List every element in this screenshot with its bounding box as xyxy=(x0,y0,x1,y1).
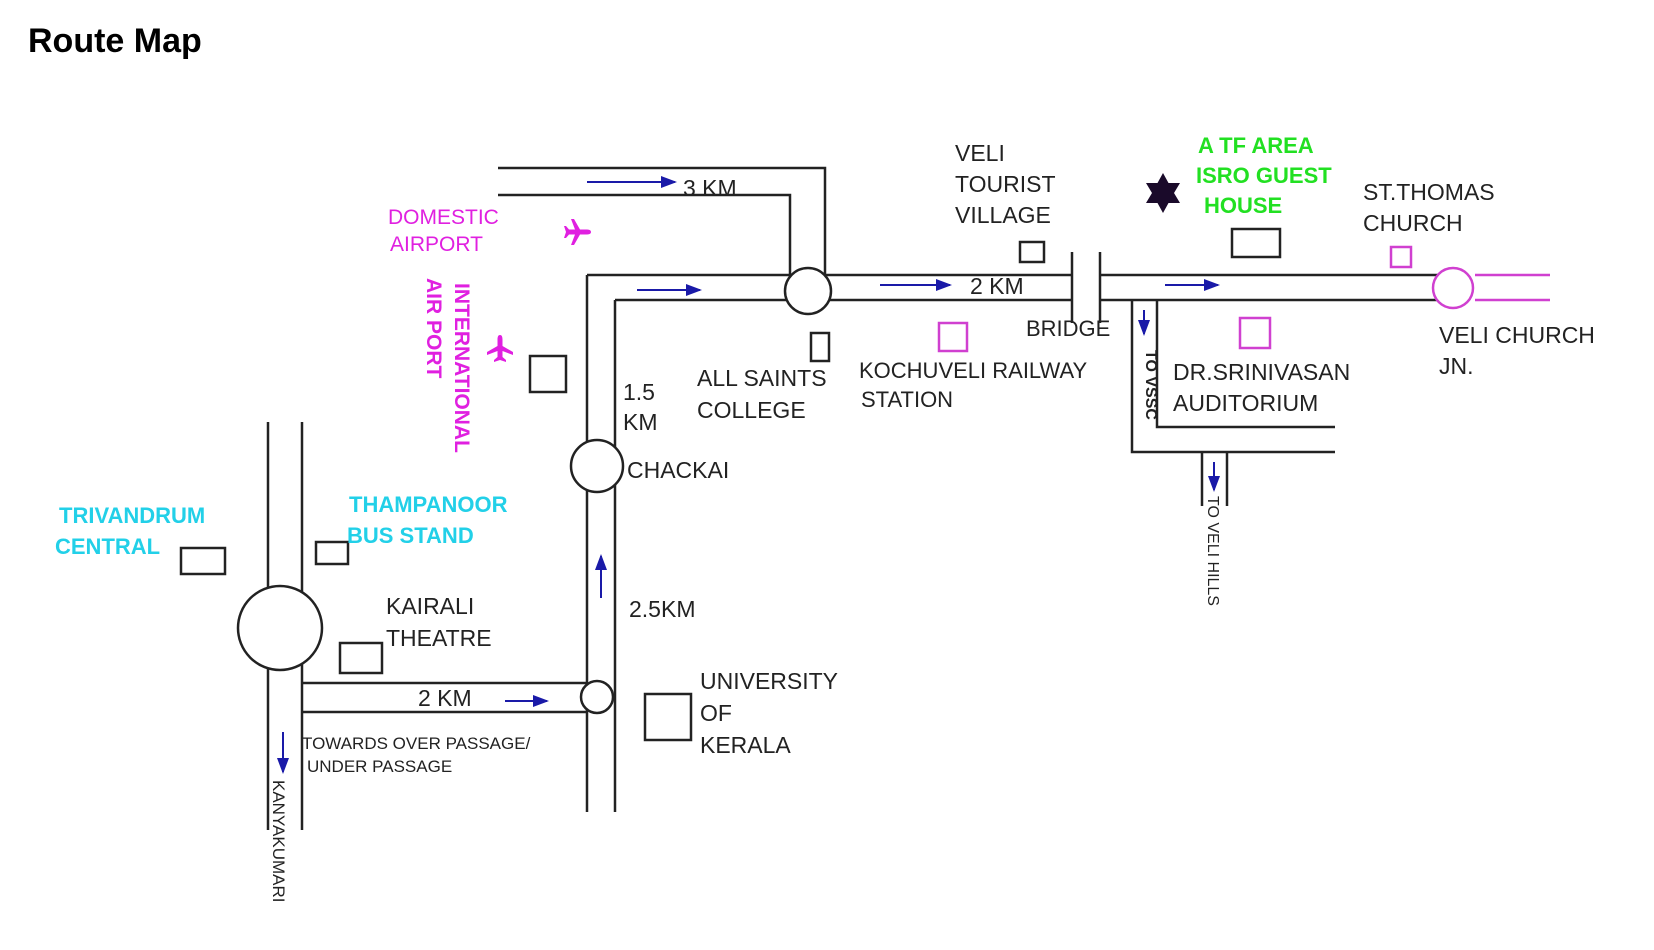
svg-text:DOMESTIC: DOMESTIC xyxy=(388,206,499,229)
svg-text:ALL SAINTS: ALL SAINTS xyxy=(697,365,827,391)
svg-text:AUDITORIUM: AUDITORIUM xyxy=(1173,390,1318,416)
distance-veli-road: 2 KM xyxy=(970,273,1024,299)
distance-kairali-road: 2 KM xyxy=(418,685,472,711)
svg-text:CHURCH: CHURCH xyxy=(1363,210,1463,236)
over-passage-label: TOWARDS OVER PASSAGE/ UNDER PASSAGE xyxy=(302,734,531,776)
veli-church-label: VELI CHURCH JN. xyxy=(1439,322,1595,379)
svg-text:BUS STAND: BUS STAND xyxy=(347,523,474,548)
marker-trivandrum xyxy=(179,546,227,576)
svg-text:VELI CHURCH: VELI CHURCH xyxy=(1439,322,1595,348)
svg-text:UNDER PASSAGE: UNDER PASSAGE xyxy=(307,757,452,776)
svg-text:ST.THOMAS: ST.THOMAS xyxy=(1363,179,1495,205)
marker-all-saints xyxy=(809,331,831,363)
svg-text:OF: OF xyxy=(700,700,732,726)
junction-veli-church xyxy=(1431,266,1475,310)
international-airport-label: AIR PORT INTERNATIONAL xyxy=(422,278,473,453)
kochuveli-label: KOCHUVELI RAILWAY STATION xyxy=(859,358,1088,412)
svg-text:DR.SRINIVASAN: DR.SRINIVASAN xyxy=(1173,359,1350,385)
svg-text:KOCHUVELI RAILWAY: KOCHUVELI RAILWAY xyxy=(859,358,1088,383)
junction-chackai xyxy=(569,438,625,494)
atf-label: A TF AREA ISRO GUEST HOUSE xyxy=(1196,133,1332,218)
svg-text:TOWARDS OVER PASSAGE/: TOWARDS OVER PASSAGE/ xyxy=(302,734,531,753)
airplane-icon xyxy=(487,335,513,362)
markers xyxy=(179,227,1282,742)
distance-chackai-south: 2.5KM xyxy=(629,596,695,622)
marker-kairali xyxy=(338,641,384,675)
svg-text:TOURIST: TOURIST xyxy=(955,171,1056,197)
svg-text:A TF AREA: A TF AREA xyxy=(1198,133,1314,158)
svg-text:INTERNATIONAL: INTERNATIONAL xyxy=(450,283,473,453)
svg-text:AIR PORT: AIR PORT xyxy=(422,278,445,379)
svg-text:ISRO GUEST: ISRO GUEST xyxy=(1196,163,1332,188)
veli-tourist-label: VELI TOURIST VILLAGE xyxy=(955,140,1056,228)
svg-text:COLLEGE: COLLEGE xyxy=(697,397,806,423)
distance-labels: 3 KM 2 KM 1.5 KM 2.5KM 2 KM xyxy=(418,175,1024,711)
to-vssc-label: TO VSSC xyxy=(1142,350,1159,420)
map-title: Route Map xyxy=(28,22,202,60)
kanyakumari-label: KANYAKUMARI xyxy=(269,780,288,903)
junctions xyxy=(236,266,833,715)
kairali-label: KAIRALI THEATRE xyxy=(386,593,492,651)
svg-text:KERALA: KERALA xyxy=(700,732,791,758)
marker-kochuveli xyxy=(937,321,969,353)
junction-thampanoor xyxy=(236,584,324,672)
star-icon xyxy=(1146,173,1180,213)
marker-atf xyxy=(1230,227,1282,259)
marker-auditorium xyxy=(1238,316,1272,350)
road-vssc-east xyxy=(1155,300,1335,429)
marker-thampanoor xyxy=(314,540,350,566)
svg-text:STATION: STATION xyxy=(861,387,953,412)
distance-chackai-north-2: KM xyxy=(623,409,658,435)
distance-top-road: 3 KM xyxy=(683,175,737,201)
chackai-label: CHACKAI xyxy=(627,457,729,483)
svg-text:VILLAGE: VILLAGE xyxy=(955,202,1051,228)
auditorium-label: DR.SRINIVASAN AUDITORIUM xyxy=(1173,359,1350,416)
junction-kairali xyxy=(579,679,615,715)
veli-church-road xyxy=(1475,273,1550,302)
svg-text:TRIVANDRUM: TRIVANDRUM xyxy=(59,503,205,528)
road-top-outer xyxy=(498,166,827,283)
svg-text:VELI: VELI xyxy=(955,140,1005,166)
to-veli-hills-label: TO VELI HILLS xyxy=(1204,496,1221,606)
marker-veli-tourist xyxy=(1018,240,1046,264)
svg-text:HOUSE: HOUSE xyxy=(1204,193,1282,218)
junction-all-saints xyxy=(783,266,833,316)
svg-text:CENTRAL: CENTRAL xyxy=(55,534,160,559)
svg-text:THAMPANOOR: THAMPANOOR xyxy=(349,492,508,517)
svg-text:JN.: JN. xyxy=(1439,353,1474,379)
road-top-inner xyxy=(498,193,792,283)
domestic-airport-label: DOMESTIC AIRPORT xyxy=(388,206,499,256)
thampanoor-label: THAMPANOOR BUS STAND xyxy=(347,492,508,548)
road-vssc-west xyxy=(1130,300,1335,454)
markers-magenta xyxy=(937,245,1413,353)
arrows xyxy=(277,176,1220,774)
airplane-icon xyxy=(564,219,591,245)
st-thomas-label: ST.THOMAS CHURCH xyxy=(1363,179,1495,236)
svg-text:THEATRE: THEATRE xyxy=(386,625,492,651)
bridge-label: BRIDGE xyxy=(1026,316,1110,341)
distance-chackai-north-1: 1.5 xyxy=(623,379,655,405)
all-saints-label: ALL SAINTS COLLEGE xyxy=(697,365,827,423)
university-label: UNIVERSITY OF KERALA xyxy=(700,668,838,758)
svg-text:UNIVERSITY: UNIVERSITY xyxy=(700,668,838,694)
svg-text:KAIRALI: KAIRALI xyxy=(386,593,474,619)
marker-intl-airport xyxy=(528,354,568,394)
trivandrum-central-label: TRIVANDRUM CENTRAL xyxy=(55,503,205,559)
svg-text:AIRPORT: AIRPORT xyxy=(390,233,483,256)
marker-university xyxy=(643,692,693,742)
marker-st-thomas xyxy=(1389,245,1413,269)
